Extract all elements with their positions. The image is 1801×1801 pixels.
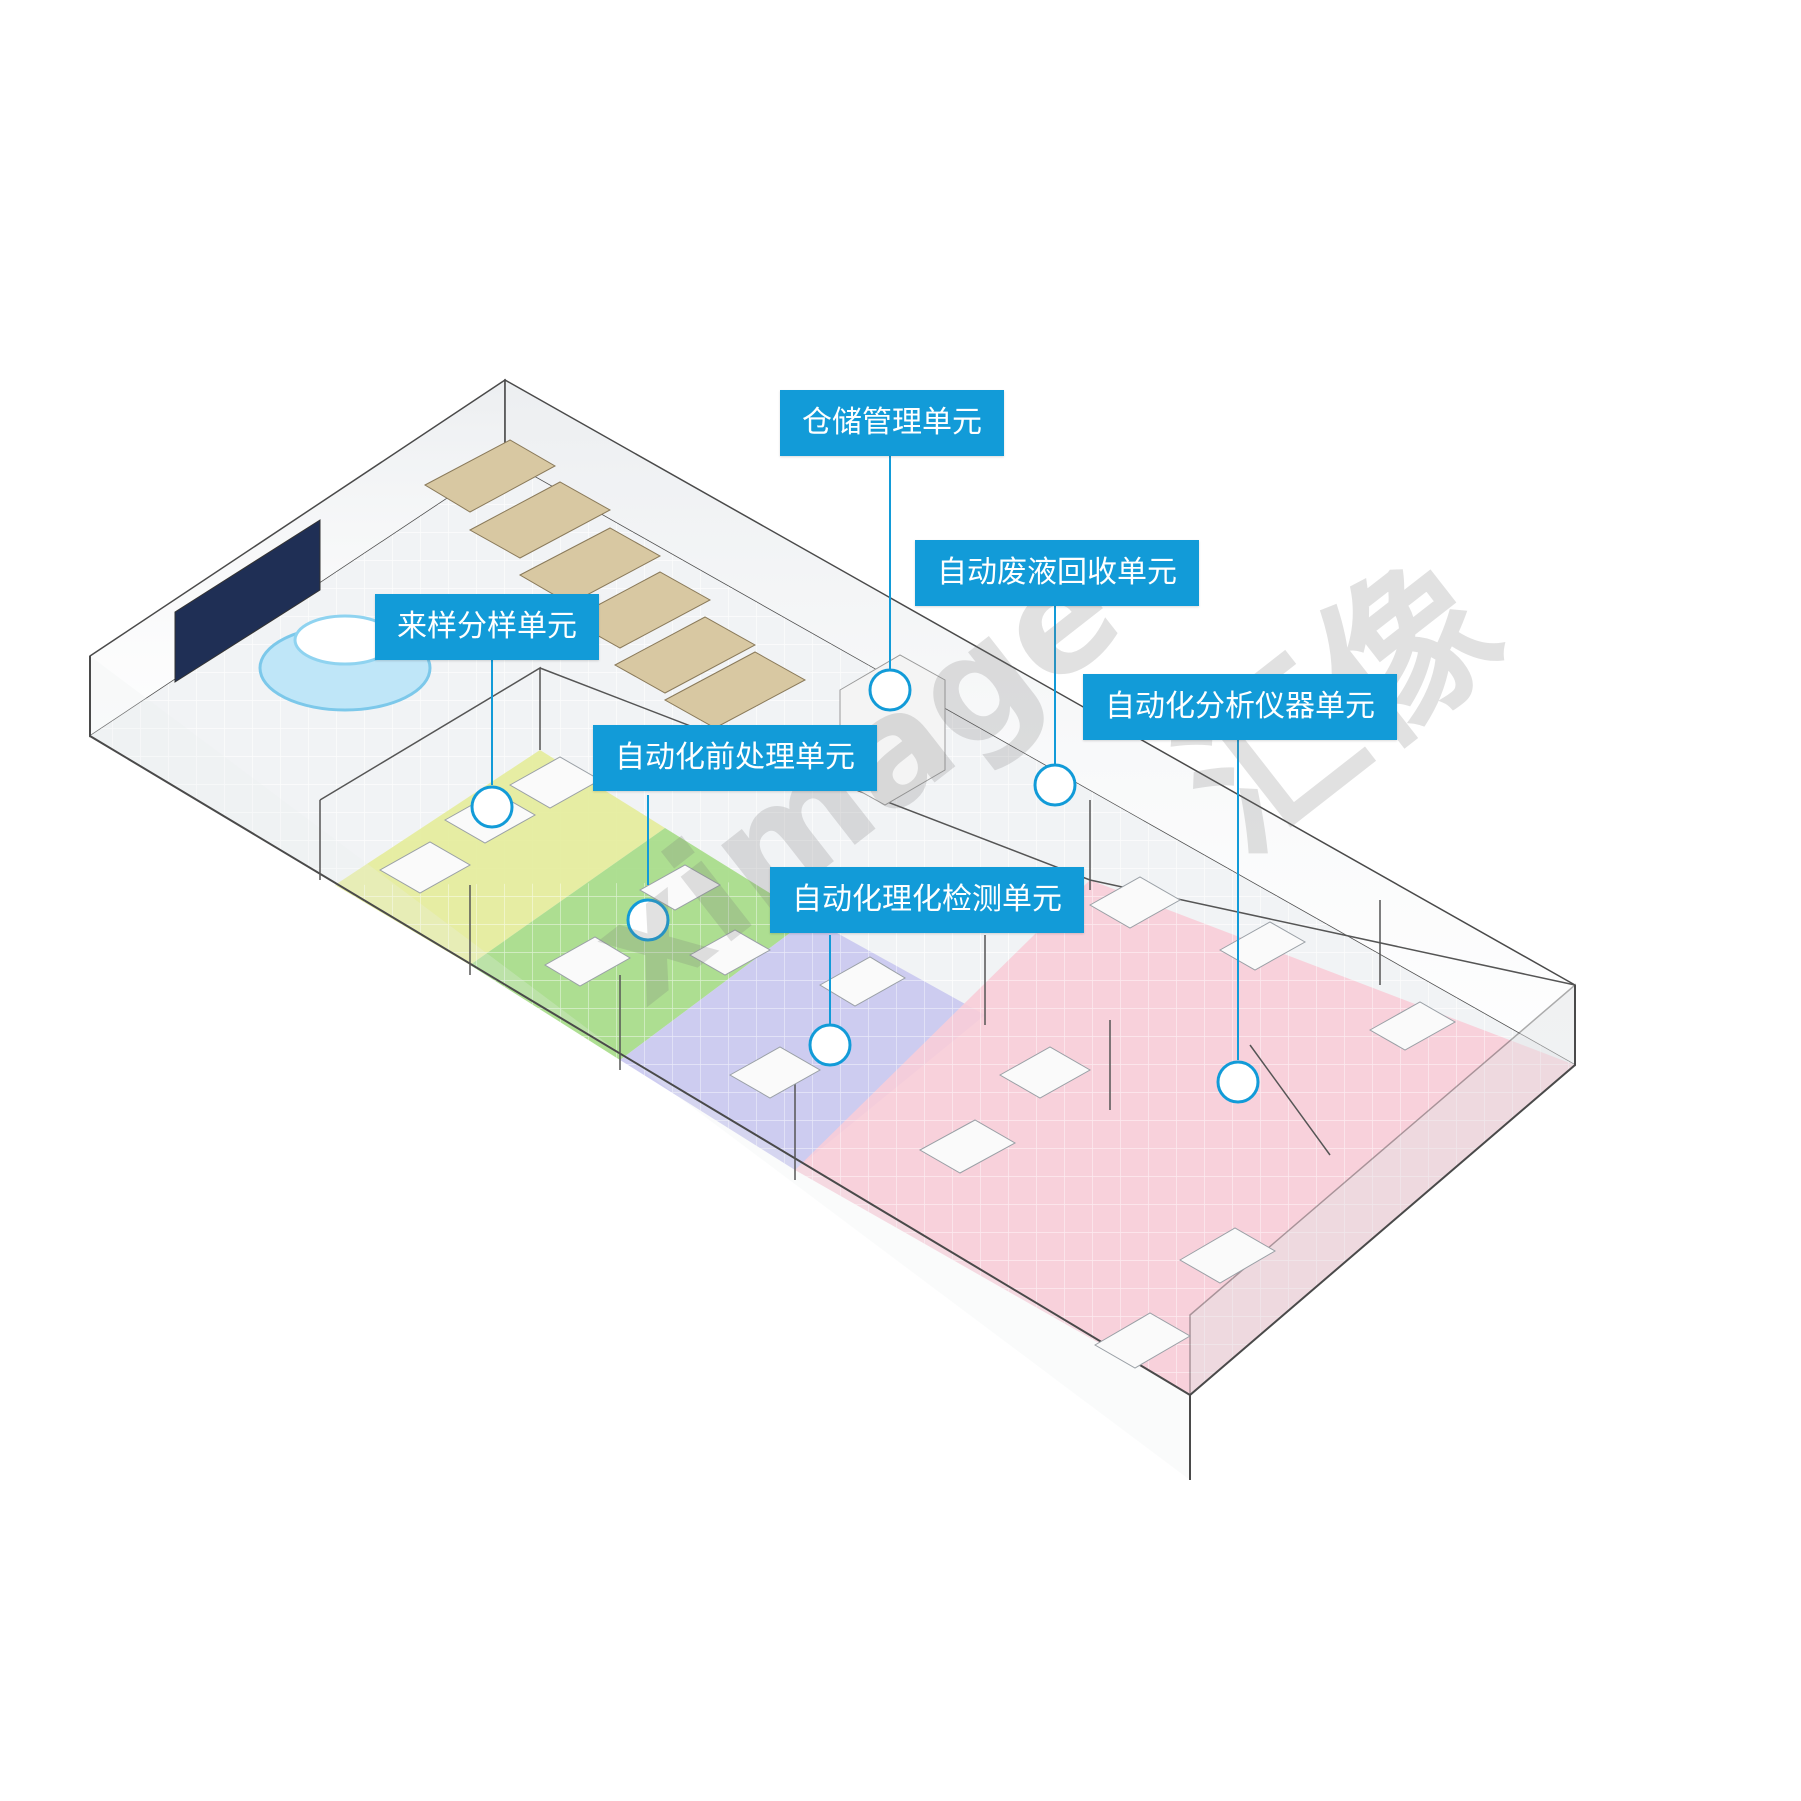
front-wall-left [90,656,1190,1480]
callout-storage-unit: 仓储管理单元 [780,390,1004,456]
callout-sample-division-unit: 来样分样单元 [375,594,599,660]
callout-waste-recovery-unit: 自动废液回收单元 [915,540,1199,606]
marker-waste [1033,763,1077,807]
callout-analysis-instrument-unit: 自动化分析仪器单元 [1083,674,1397,740]
marker-pretreatment [626,898,670,942]
callout-physchem-test-unit: 自动化理化检测单元 [770,867,1084,933]
marker-storage [868,668,912,712]
lab-equipment [378,756,1457,1369]
marker-physchem [808,1023,852,1067]
marker-sample [470,785,514,829]
markers [470,668,1260,1104]
marker-analysis [1216,1060,1260,1104]
office-desks [423,439,807,729]
callout-pretreatment-unit: 自动化前处理单元 [593,725,877,791]
callout-connectors [491,456,1239,1060]
dashboard-screen [174,519,321,683]
